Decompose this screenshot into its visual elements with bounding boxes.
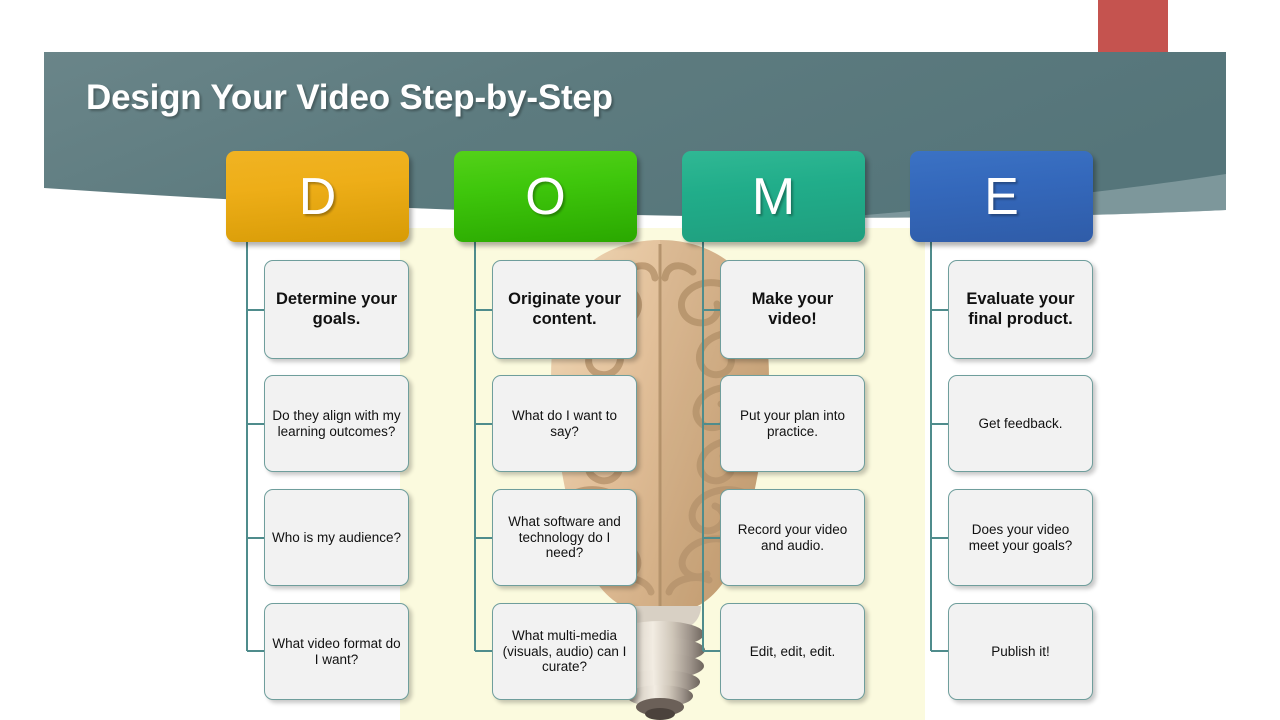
item-box-e-2[interactable]: Does your video meet your goals? [948,489,1093,586]
item-text-m-3: Edit, edit, edit. [749,643,836,659]
heading-box-m[interactable]: Make your video! [720,260,865,359]
item-text-d-3: What video format do I want? [272,635,401,667]
heading-box-e[interactable]: Evaluate your final product. [948,260,1093,359]
page-title: Design Your Video Step-by-Step [86,78,613,117]
heading-text-m: Make your video! [751,290,834,328]
item-box-d-2[interactable]: Who is my audience? [264,489,409,586]
heading-box-o[interactable]: Originate your content. [492,260,637,359]
letter-box-e[interactable]: E [910,151,1093,242]
letter-box-d[interactable]: D [226,151,409,242]
item-box-m-2[interactable]: Record your video and audio. [720,489,865,586]
heading-box-d[interactable]: Determine your goals. [264,260,409,359]
letter-glyph-e: E [984,167,1019,226]
item-box-m-3[interactable]: Edit, edit, edit. [720,603,865,700]
item-text-e-1: Get feedback. [978,415,1063,431]
heading-text-e: Evaluate your final product. [966,290,1075,328]
item-box-o-1[interactable]: What do I want to say? [492,375,637,472]
item-box-d-3[interactable]: What video format do I want? [264,603,409,700]
item-box-d-1[interactable]: Do they align with my learning outcomes? [264,375,409,472]
item-box-o-2[interactable]: What software and technology do I need? [492,489,637,586]
letter-glyph-d: D [298,167,337,226]
heading-text-o: Originate your content. [508,290,621,328]
item-text-m-2: Record your video and audio. [737,521,848,553]
letter-box-m[interactable]: M [682,151,865,242]
item-box-o-3[interactable]: What multi-media (visuals, audio) can I … [492,603,637,700]
item-text-d-1: Do they align with my learning outcomes? [272,407,401,439]
item-text-d-2: Who is my audience? [271,529,402,545]
item-text-o-2: What software and technology do I need? [508,514,621,561]
heading-text-d: Determine your goals. [275,290,398,328]
letter-glyph-o: O [525,167,566,226]
item-text-o-1: What do I want to say? [511,407,618,439]
item-box-e-3[interactable]: Publish it! [948,603,1093,700]
item-box-m-1[interactable]: Put your plan into practice. [720,375,865,472]
item-text-o-3: What multi-media (visuals, audio) can I … [502,628,627,675]
item-text-m-1: Put your plan into practice. [739,407,846,439]
item-text-e-2: Does your video meet your goals? [968,521,1073,553]
letter-box-o[interactable]: O [454,151,637,242]
letter-glyph-m: M [751,167,796,226]
item-text-e-3: Publish it! [991,643,1050,659]
item-box-e-1[interactable]: Get feedback. [948,375,1093,472]
